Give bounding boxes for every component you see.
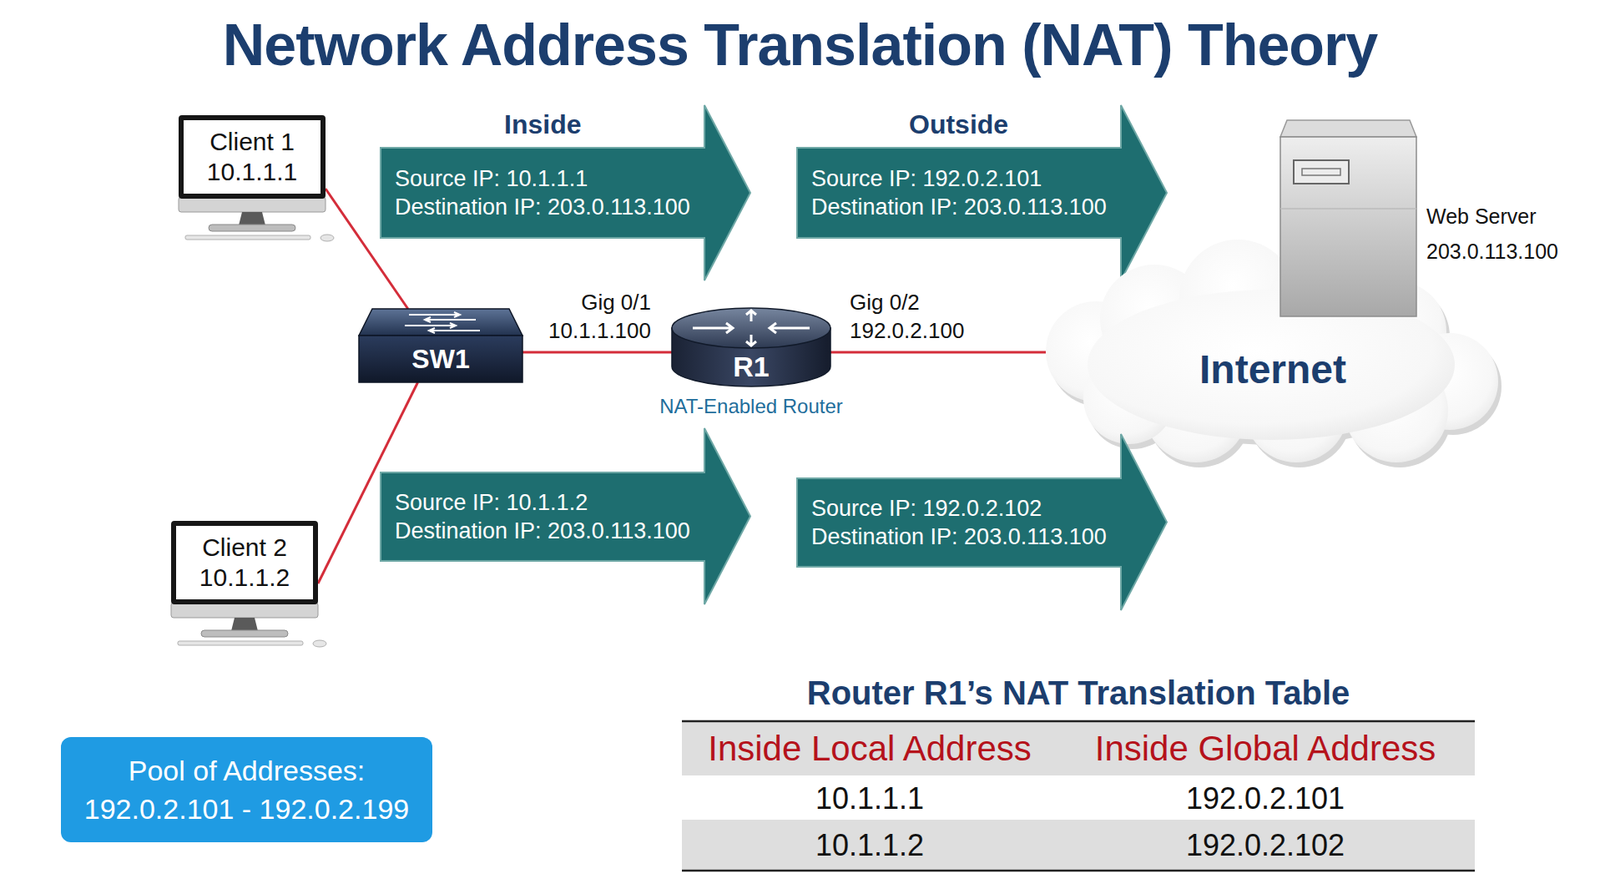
router-arrows <box>692 310 810 346</box>
network-link <box>522 350 672 354</box>
nat-table-grid <box>681 721 1475 871</box>
block-arrow-shape <box>380 428 751 605</box>
arrow-body <box>380 105 751 281</box>
device-caption: NAT-Enabled Router <box>659 393 843 419</box>
monitor-chin <box>178 196 326 212</box>
arrow-body <box>380 428 751 605</box>
cloud-puffs <box>1045 239 1499 463</box>
ip-header-line: Source IP: 192.0.2.101 <box>811 164 1042 193</box>
packet-arrow: Source IP: 192.0.2.102Destination IP: 20… <box>797 434 1167 611</box>
drive-slot <box>1293 160 1349 184</box>
interface-ip: 10.1.1.100 <box>548 317 652 344</box>
server-top <box>1280 120 1417 137</box>
device-name: R1 <box>732 349 769 384</box>
router-top <box>671 307 831 349</box>
packet-arrow: OutsideSource IP: 192.0.2.101Destination… <box>797 105 1167 281</box>
arrow-text: Source IP: 192.0.2.102Destination IP: 20… <box>797 478 1121 567</box>
table-cell: 192.0.2.101 <box>1186 780 1345 817</box>
diagram-title: Network Address Translation (NAT) Theory <box>0 11 1600 79</box>
pool-heading: Pool of Addresses: <box>128 751 366 790</box>
table-cell: 10.1.1.1 <box>815 780 924 817</box>
table-rule <box>681 869 1475 873</box>
table-title: Router R1’s NAT Translation Table <box>807 672 1350 713</box>
client-name: Client 1 <box>209 126 295 157</box>
monitor-chin <box>171 602 318 618</box>
arrow-body <box>797 434 1167 611</box>
table-header-band <box>681 721 1475 776</box>
ip-address: 10.1.1.2 <box>199 562 290 593</box>
arrow-text: Source IP: 10.1.1.1Destination IP: 203.0… <box>380 147 705 238</box>
monitor-base <box>201 630 288 637</box>
ip-header-line: Destination IP: 203.0.113.100 <box>394 516 691 546</box>
arrow-body <box>797 105 1167 281</box>
client-monitor: Client 110.1.1.1 <box>178 115 326 199</box>
keyboard <box>177 641 303 646</box>
client-monitor: Client 210.1.1.2 <box>171 520 318 605</box>
arrow-text: Source IP: 192.0.2.101Destination IP: 20… <box>797 147 1121 238</box>
panel-seam <box>1280 207 1417 210</box>
monitor-neck <box>231 617 258 631</box>
table-header: Inside Local Address <box>707 727 1032 770</box>
server-label: Web Server203.0.113.100 <box>1426 198 1559 269</box>
ip-header-line: Source IP: 10.1.1.1 <box>394 164 588 193</box>
cloud-name: Internet <box>1199 346 1347 394</box>
drive-slot <box>1302 168 1341 176</box>
device-name: SW1 <box>411 343 470 375</box>
switch-front <box>358 335 523 383</box>
client-monitor-stand <box>171 602 327 647</box>
interface-name: Gig 0/2 <box>849 289 920 316</box>
ip-header-line: Destination IP: 203.0.113.100 <box>811 192 1107 222</box>
table-row-band <box>681 819 1475 870</box>
keyboard <box>185 235 311 240</box>
interface-ip: 192.0.2.100 <box>849 317 965 344</box>
ip-address: 10.1.1.1 <box>206 156 298 187</box>
interface-name: Gig 0/1 <box>580 289 652 316</box>
web-server: Web Server203.0.113.100 <box>1280 120 1564 317</box>
server-name: Web Server <box>1426 198 1559 234</box>
arrow-text: Source IP: 10.1.1.2Destination IP: 203.0… <box>380 472 705 561</box>
network-switch: SW1 <box>358 308 523 383</box>
switch-arrows <box>404 312 480 334</box>
packet-arrow: InsideSource IP: 10.1.1.1Destination IP:… <box>380 105 751 281</box>
table-rule <box>681 720 1475 723</box>
ip-address: 203.0.113.100 <box>1426 233 1559 269</box>
cloud-puff <box>1087 289 1455 440</box>
mouse <box>320 234 334 242</box>
router: R1NAT-Enabled Router <box>656 306 846 420</box>
router-caption: NAT-Enabled Router <box>656 393 846 420</box>
ip-header-line: Source IP: 192.0.2.102 <box>811 494 1042 523</box>
server-body <box>1280 136 1417 317</box>
server-icon <box>1280 120 1417 317</box>
table-header: Inside Global Address <box>1095 727 1437 770</box>
router-label: R1 <box>656 349 846 384</box>
table-cell: 10.1.1.2 <box>815 827 924 864</box>
section-heading: Inside <box>504 108 581 141</box>
cloud-shadow <box>1049 244 1502 468</box>
ip-header-line: Source IP: 10.1.1.2 <box>394 488 588 517</box>
ip-header-line: Destination IP: 203.0.113.100 <box>811 522 1107 551</box>
address-pool-box: Pool of Addresses:192.0.2.101 - 192.0.2.… <box>60 736 433 843</box>
block-arrow-shape <box>797 434 1167 611</box>
mouse <box>312 640 327 647</box>
monitor-base <box>208 224 296 232</box>
network-link <box>830 351 1046 354</box>
client-monitor-stand <box>178 196 334 242</box>
monitor-neck <box>238 211 266 226</box>
client-name: Client 2 <box>201 532 288 563</box>
table-cell: 192.0.2.102 <box>1186 827 1345 864</box>
ip-header-line: Destination IP: 203.0.113.100 <box>394 192 691 222</box>
internet-cloud: Internet <box>1045 239 1500 465</box>
switch-label: SW1 <box>358 335 523 383</box>
switch-top <box>358 308 523 336</box>
address-range: 192.0.2.101 - 192.0.2.199 <box>84 789 409 828</box>
packet-arrow: Source IP: 10.1.1.2Destination IP: 203.0… <box>380 428 751 605</box>
cloud-label: Internet <box>1045 346 1500 394</box>
section-heading: Outside <box>908 108 1009 141</box>
